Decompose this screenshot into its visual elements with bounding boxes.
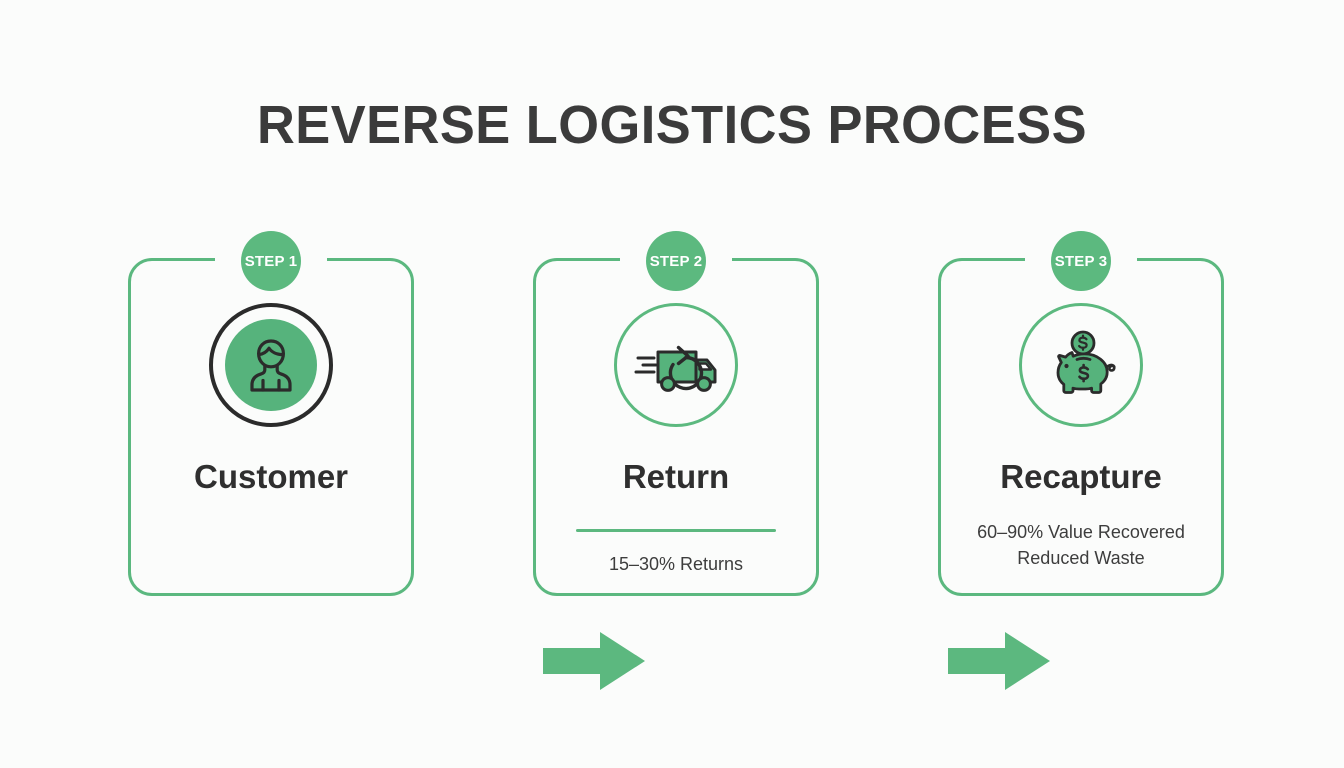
step-icon-disc-1 <box>225 319 317 411</box>
step-title-2: Return <box>622 458 730 495</box>
step-subtitle-3: 60–90% Value Recovered Reduced Waste <box>941 519 1221 571</box>
step-divider-2 <box>576 529 776 532</box>
process-steps-row: STEP 1 Customer STEP 2 <box>128 231 1224 690</box>
step-badge-wrapper-2: STEP 2 <box>620 231 732 291</box>
step-subtitle-3-line-2: Reduced Waste <box>1017 548 1145 569</box>
step-card-2[interactable]: STEP 2 Ret <box>533 231 819 596</box>
step-icon-ring-1 <box>209 303 333 427</box>
step-icon-ring-2 <box>614 303 738 427</box>
step-badge-1: STEP 1 <box>241 231 301 291</box>
arrow-step1-to-step2 <box>543 630 645 692</box>
arrow-step2-to-step3 <box>948 630 1050 692</box>
right-arrow-icon <box>543 632 645 690</box>
piggy-bank-icon <box>1056 330 1116 394</box>
step-icon-ring-3 <box>1019 303 1143 427</box>
customer-person-icon <box>250 339 292 392</box>
step-title-1: Customer <box>193 458 349 495</box>
step-card-1[interactable]: STEP 1 Customer <box>128 231 414 596</box>
step-badge-wrapper-1: STEP 1 <box>215 231 327 291</box>
step-card-3[interactable]: STEP 3 Rec <box>938 231 1224 596</box>
step-title-3: Recapture <box>1000 458 1162 495</box>
step-badge-3: STEP 3 <box>1051 231 1111 291</box>
step-subtitle-3-line-1: 60–90% Value Recovered <box>977 522 1185 542</box>
page-title: REVERSE LOGISTICS PROCESS <box>256 95 1087 155</box>
step-badge-wrapper-3: STEP 3 <box>1025 231 1137 291</box>
step-badge-2: STEP 2 <box>646 231 706 291</box>
step-subtitle-2: 15–30% Returns <box>608 554 744 574</box>
right-arrow-icon <box>948 632 1050 690</box>
return-delivery-truck-icon <box>634 345 717 392</box>
